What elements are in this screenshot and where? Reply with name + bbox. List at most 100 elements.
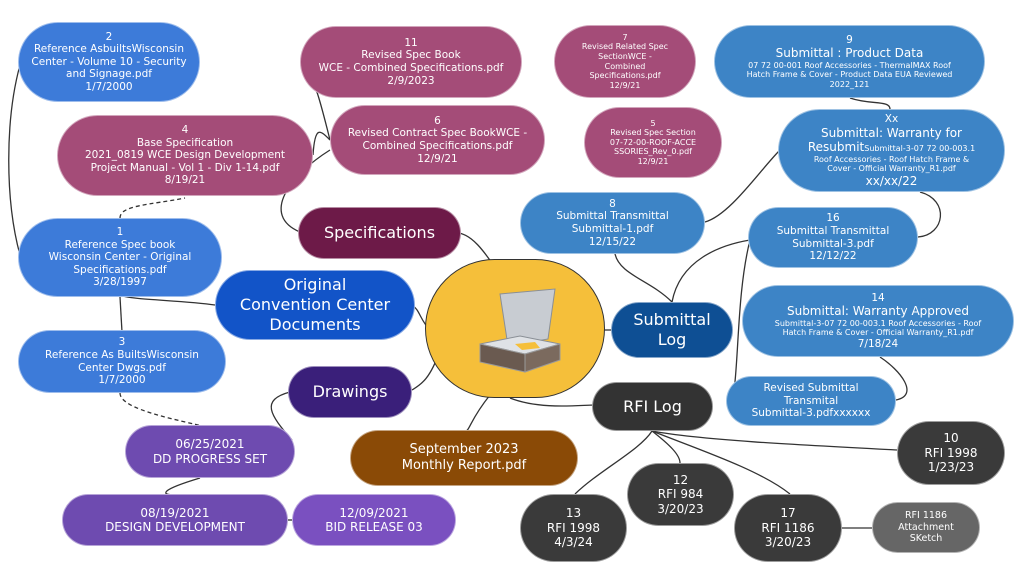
- roof-hatch-image: [479, 287, 561, 373]
- node-label: DD PROGRESS SET: [152, 451, 268, 466]
- node-label: Reference As BuiltsWisconsin: [45, 348, 199, 361]
- node-label: 12/12/22: [809, 250, 857, 263]
- node-label: 1/7/2000: [98, 374, 146, 387]
- node-label: 1: [116, 226, 124, 239]
- node-label: Submittal Transmittal: [776, 224, 890, 237]
- node-label: Xx: [884, 112, 899, 125]
- node-label: 16: [826, 212, 840, 225]
- node-label: Submittal-3-07 72 00-003.1 Roof Accessor…: [774, 318, 982, 328]
- node-label: 3/20/23: [764, 535, 812, 550]
- node-label: 12/9/21: [417, 152, 458, 165]
- node-label: SSORIES_Rev_0.pdf: [614, 147, 692, 157]
- node-label: Submittal: Warranty for: [820, 125, 962, 140]
- node-label: xx/xx/22: [865, 173, 918, 188]
- node-label: Submittal: [633, 310, 711, 329]
- original-convention-center-documents-node[interactable]: Original Convention Center Documents: [215, 270, 415, 340]
- node-label: 9: [846, 33, 853, 46]
- node-label: Convention Center: [239, 295, 391, 314]
- node-label: DESIGN DEVELOPMENT: [105, 520, 245, 534]
- node-label: 1/23/23: [927, 460, 975, 475]
- node-label: Combined Specifications.pdf: [362, 140, 513, 152]
- node-label: 13: [565, 506, 582, 521]
- node-label: September 2023: [409, 442, 519, 458]
- node-label: RFI 1998: [546, 520, 601, 535]
- node-label: RFI 1998: [924, 445, 978, 460]
- node-label: 2021_0819 WCE Design Development: [85, 149, 285, 162]
- central-roof-hatch-node[interactable]: [425, 259, 605, 398]
- node-label: 06/25/2021: [175, 437, 245, 452]
- node-label: Revised Spec Book: [361, 49, 461, 62]
- node-label: 07-72-00-ROOF-ACCE: [609, 137, 697, 147]
- node-label: Specifications: [323, 223, 436, 242]
- node-label: 7: [622, 32, 628, 42]
- monthly-report-node[interactable]: September 2023 Monthly Report.pdf: [350, 430, 578, 486]
- node-label: Reference Spec book: [64, 238, 176, 251]
- node-label: 8/19/21: [164, 174, 206, 187]
- node-label: Cover - Official Warranty_R1.pdf: [827, 164, 956, 174]
- node-label: Project Manual - Vol 1 - Div 1-14.pdf: [90, 161, 280, 174]
- node-label: 7/18/24: [857, 337, 899, 350]
- node-label: Attachment: [898, 521, 954, 533]
- node-label: 12/9/21: [609, 80, 641, 90]
- node-label: Roof Accessories - Roof Hatch Frame &: [813, 154, 970, 164]
- node-label: Specifications.pdf: [589, 71, 661, 81]
- node-label: 17: [780, 506, 796, 521]
- node-label: 14: [871, 291, 885, 304]
- node-label: 5: [650, 118, 656, 128]
- specifications-node[interactable]: Specifications: [298, 207, 461, 259]
- node-label: Base Specification: [136, 136, 234, 149]
- node-label: BID RELEASE 03: [325, 520, 423, 534]
- node-label: 07 72 00-001 Roof Accessories - ThermalM…: [748, 60, 951, 70]
- node-label: Monthly Report.pdf: [401, 458, 527, 473]
- node-label: Revised Contract Spec BookWCE -: [347, 127, 528, 140]
- node-label: 12/09/2021: [339, 505, 409, 520]
- node-label: Submittal : Product Data: [775, 46, 924, 61]
- node-label: WCE - Combined Specifications.pdf: [318, 62, 504, 74]
- node-label: 4: [181, 124, 189, 137]
- node-label: 12/15/22: [588, 235, 637, 248]
- node-label: 2/9/2023: [387, 74, 435, 87]
- node-label: Submittal-3-07 72 00-003.1: [864, 143, 976, 153]
- node-label: Revised Related Spec: [581, 42, 669, 52]
- node-label: Center - Volume 10 - Security: [31, 55, 187, 68]
- node-label: Specifications.pdf: [73, 263, 167, 276]
- drawings-node[interactable]: Drawings: [288, 366, 412, 418]
- node-label: Revised Submittal: [763, 382, 859, 395]
- node-label: Wisconsin Center - Original: [48, 251, 192, 264]
- node-label: Combined: [604, 61, 646, 71]
- node-label: 4/3/24: [554, 535, 593, 550]
- node-label: 2022_121: [829, 79, 870, 89]
- node-label: 6: [434, 114, 441, 127]
- node-label: Center Dwgs.pdf: [78, 361, 166, 374]
- node-label: RFI 984: [657, 487, 704, 502]
- node-label: Submittal: Warranty Approved: [786, 304, 970, 319]
- node-label: Original: [283, 275, 347, 294]
- submittal-log-node[interactable]: Submittal Log: [611, 302, 733, 358]
- node-label: 8: [609, 197, 616, 210]
- node-label: 3: [118, 336, 126, 349]
- rfi-log-node[interactable]: RFI Log: [592, 382, 713, 431]
- node-label: 10: [943, 431, 959, 446]
